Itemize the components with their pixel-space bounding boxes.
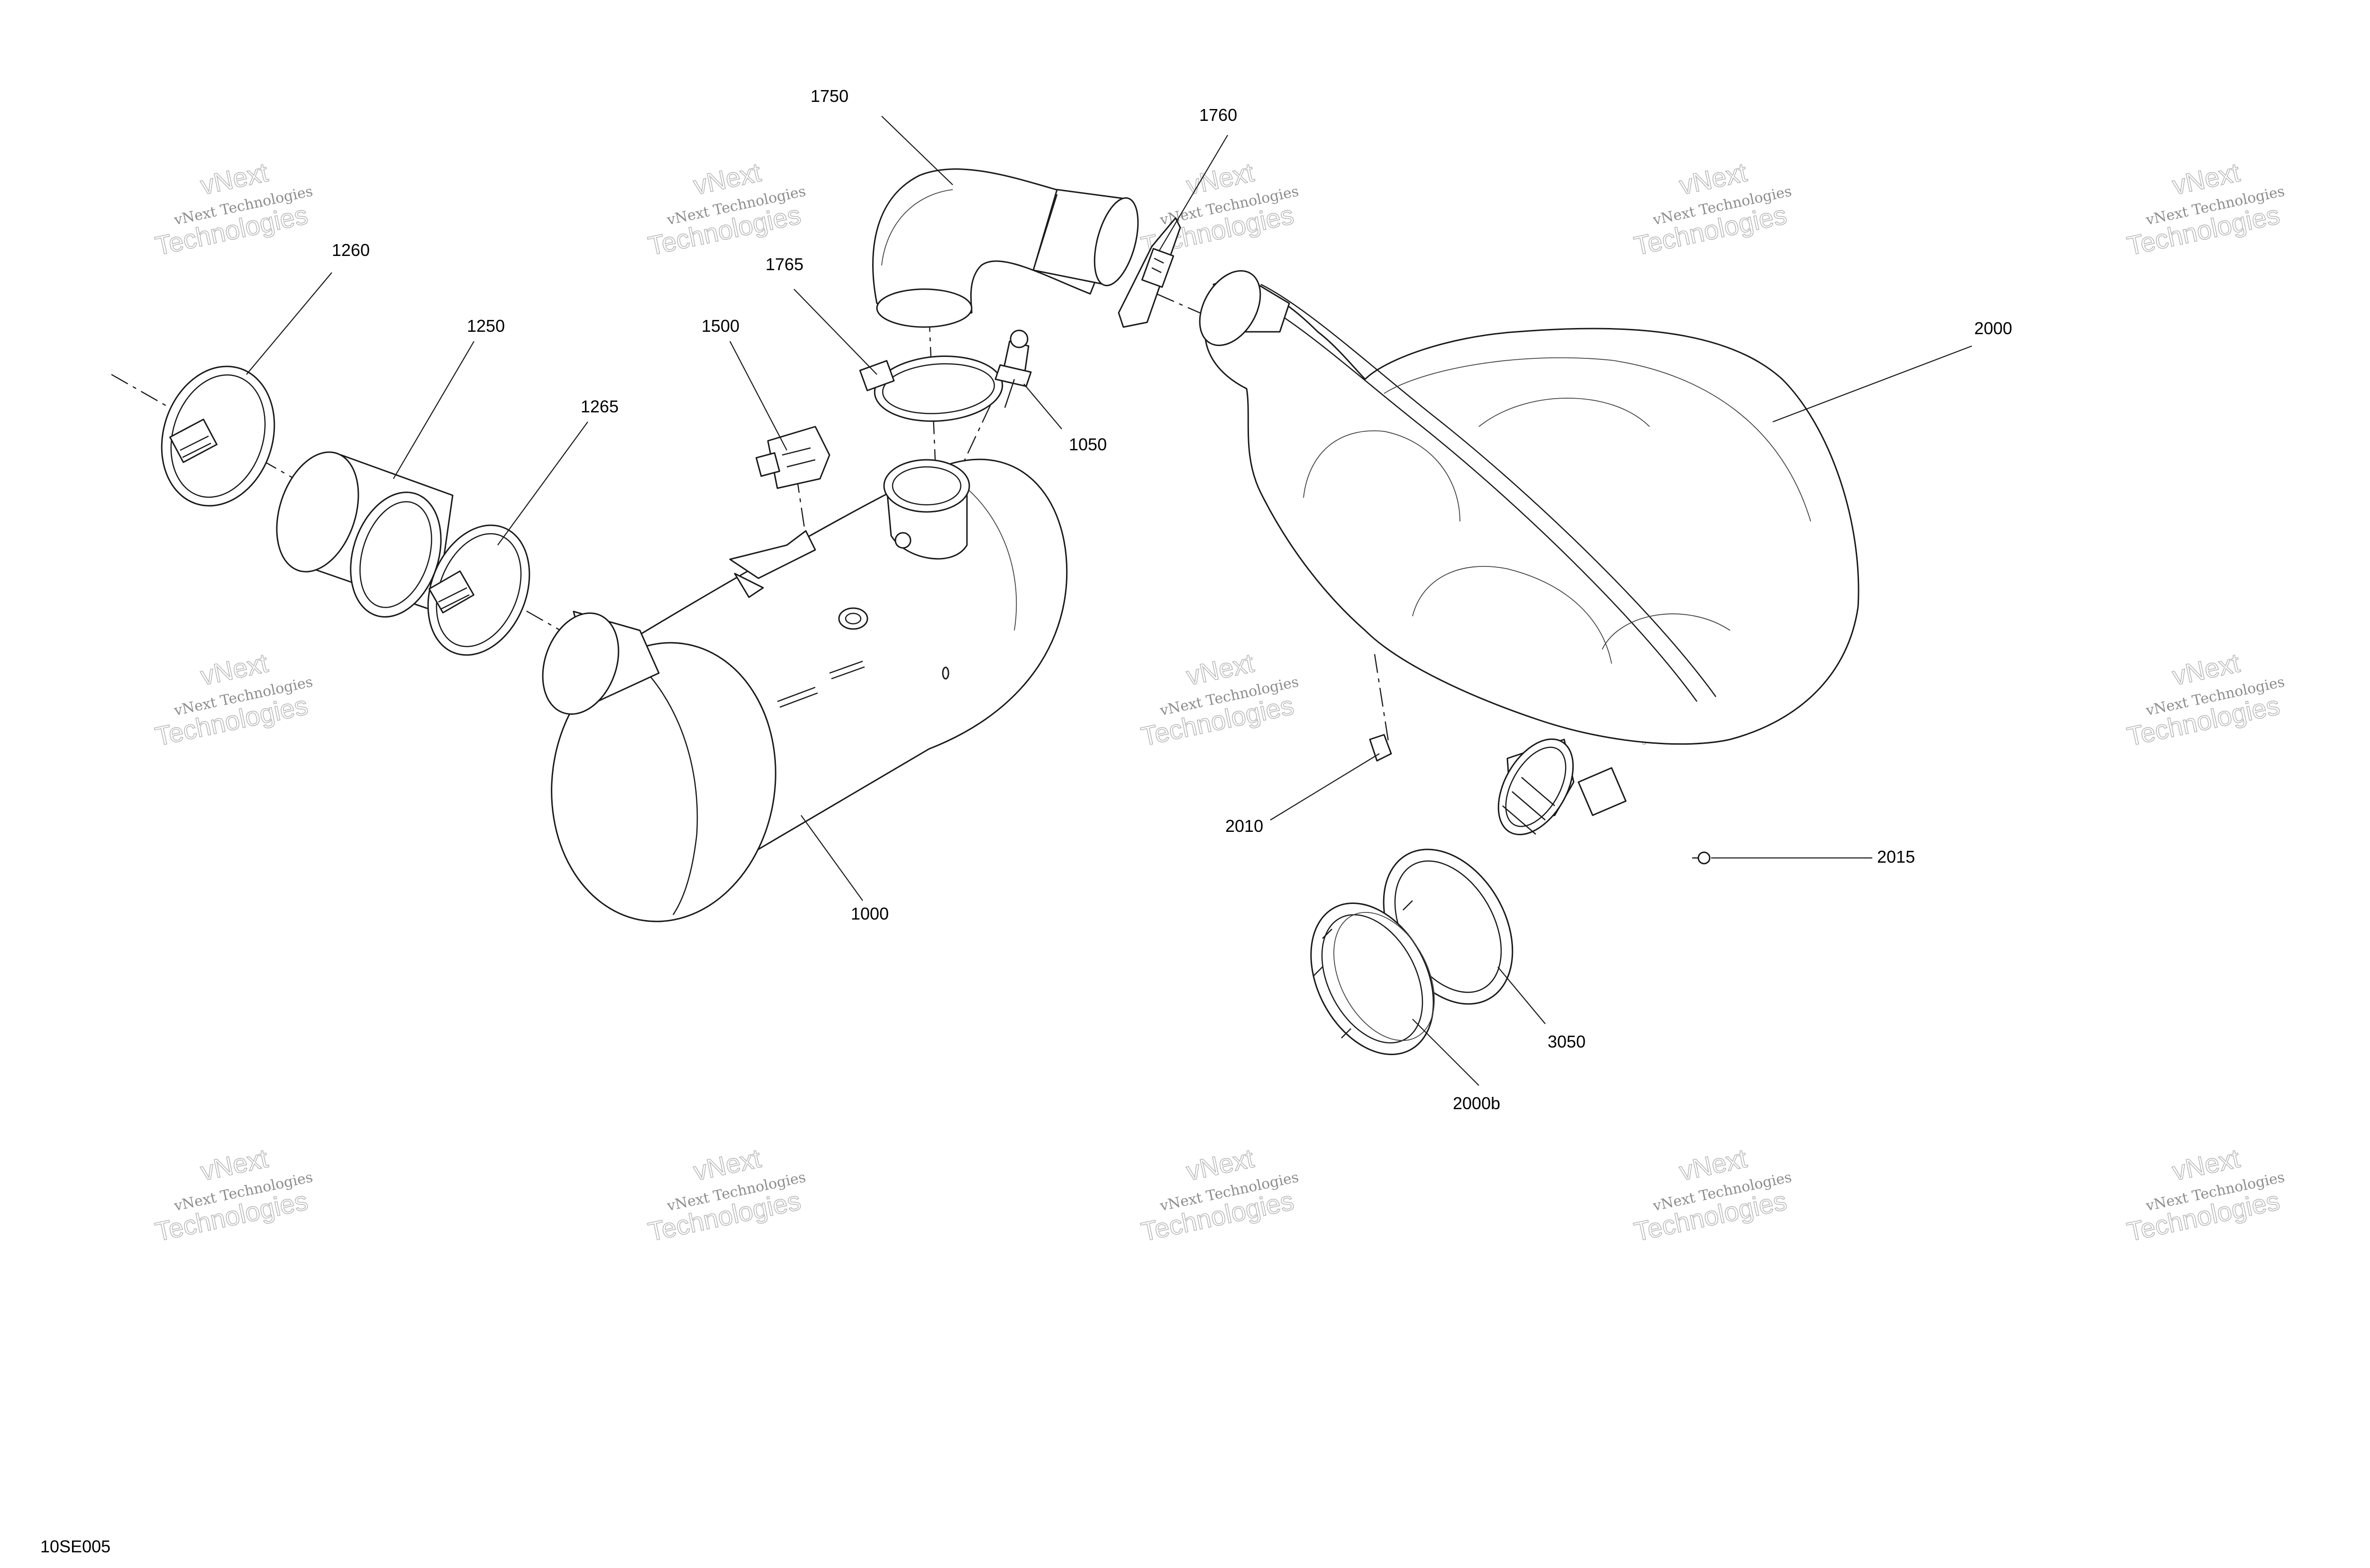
callout-1500: 1500 [702,316,739,336]
callout-2010: 2010 [1225,816,1263,836]
nut-ring-2000b [1310,900,1435,1056]
callout-1250: 1250 [467,316,505,336]
clamp-1260 [161,365,275,507]
callout-1760: 1760 [1199,105,1237,125]
callout-1765: 1765 [766,255,803,274]
callout-3050: 3050 [1548,1032,1586,1051]
callout-1000: 1000 [851,904,889,923]
diagram-code: 10SE005 [40,1537,110,1556]
callout-2000: 2000 [1974,319,2012,338]
sensor-1050 [994,329,1032,408]
callout-2000b: 2000b [1453,1094,1500,1113]
resonator-2000 [1199,270,1860,865]
elbow-pipe-1750 [872,168,1139,328]
callout-1050: 1050 [1069,435,1107,454]
callout-1750: 1750 [811,86,848,106]
connector-1500 [756,426,830,489]
sleeve-1250 [276,451,454,618]
muffler-1000 [542,458,1068,922]
clamp-1765 [859,356,1003,422]
clamp-1265 [427,524,530,656]
callout-1260: 1260 [332,240,370,260]
callout-1265: 1265 [581,397,619,416]
callout-labels: 1260 1250 1265 1500 1765 1750 1760 1050 … [332,86,2012,1113]
clamp-1760 [1118,217,1181,328]
leader-lines [246,116,1972,1086]
callout-2015: 2015 [1877,847,1915,866]
